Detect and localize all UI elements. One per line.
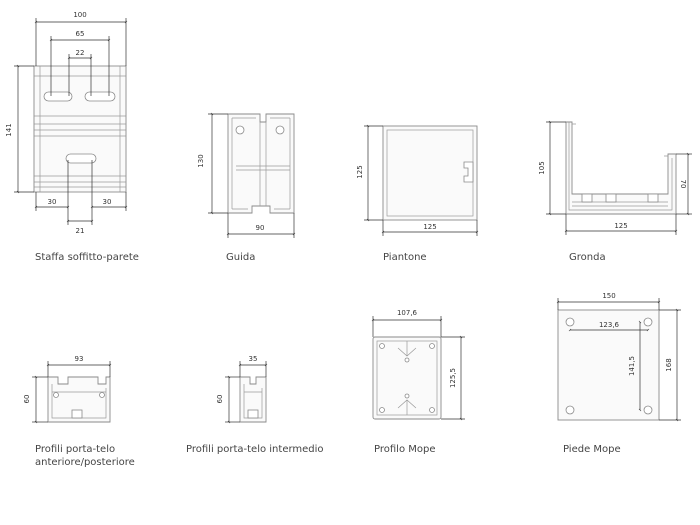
staffa-dim-bottom-right: 30	[103, 198, 112, 206]
piede-drawing	[557, 309, 660, 421]
piede-dim-width: 150	[602, 292, 615, 300]
porta-telo-intermedio-drawing	[239, 376, 267, 423]
piantone-dimensions: 125 125	[356, 124, 479, 236]
porta-telo-dimensions: 93 60	[23, 355, 112, 424]
profile-porta-telo: 93 60 Profili porta-telo anteriore/poste…	[23, 355, 135, 468]
profile-staffa: 100 65 22 141 30 30 21 Staffa soffitto-p…	[5, 11, 139, 263]
staffa-dimensions: 100 65 22 141 30 30 21	[5, 11, 128, 235]
piantone-dim-height: 125	[356, 165, 364, 178]
label-porta-telo-line1: Profili porta-telo	[35, 444, 115, 455]
staffa-dim-bottom-left: 30	[48, 198, 57, 206]
piede-dim-height: 168	[665, 358, 673, 371]
label-porta-telo-intermedio: Profili porta-telo intermedio	[186, 444, 324, 455]
staffa-dim-holes-outer: 65	[76, 30, 85, 38]
staffa-slot-right	[84, 91, 116, 102]
label-porta-telo-line2: anteriore/posteriore	[35, 457, 135, 468]
label-staffa: Staffa soffitto-parete	[35, 252, 139, 263]
profile-mope: 107,6 125,5 Profilo Mope	[371, 309, 465, 455]
piede-dim-inner-height: 141,5	[628, 356, 636, 376]
gronda-dim-width: 125	[614, 222, 627, 230]
gronda-dim-lip: 70	[679, 180, 687, 189]
mope-dim-height: 125,5	[449, 368, 457, 388]
gronda-dimensions: 105 70 125	[538, 120, 692, 235]
staffa-dim-width: 100	[73, 11, 86, 19]
profile-piantone: 125 125 Piantone	[356, 124, 479, 263]
label-piede: Piede Mope	[563, 444, 621, 455]
porta-telo-intermedio-dimensions: 35 60	[216, 355, 268, 424]
staffa-drawing	[33, 65, 127, 193]
profile-porta-telo-intermedio: 35 60 Profili porta-telo intermedio	[186, 355, 324, 455]
guida-drawing	[227, 113, 295, 214]
piede-dim-inner-width: 123,6	[599, 321, 620, 329]
profile-piede: 150 123,6 141,5 168 Piede Mope	[556, 292, 681, 455]
staffa-dim-height: 141	[5, 123, 13, 136]
staffa-dim-bottom-slot: 21	[76, 227, 85, 235]
profile-guida: 130 90 Guida	[197, 112, 296, 263]
gronda-dim-height: 105	[538, 161, 546, 174]
label-mope: Profilo Mope	[374, 444, 435, 455]
staffa-slot-left	[43, 91, 73, 102]
label-gronda: Gronda	[569, 252, 606, 263]
label-guida: Guida	[226, 252, 255, 263]
piantone-drawing	[382, 125, 478, 221]
porta-telo-intermedio-dim-width: 35	[249, 355, 258, 363]
gronda-drawing	[565, 121, 677, 215]
staffa-slot-bottom	[65, 153, 97, 164]
piede-dimensions: 150 123,6 141,5 168	[556, 292, 681, 422]
porta-telo-intermedio-dim-height: 60	[216, 395, 224, 404]
guida-dimensions: 130 90	[197, 112, 296, 238]
mope-drawing	[372, 336, 442, 420]
porta-telo-dim-width: 93	[75, 355, 84, 363]
guida-dim-height: 130	[197, 154, 205, 167]
mope-dim-width: 107,6	[397, 309, 418, 317]
porta-telo-drawing	[47, 376, 111, 423]
piantone-dim-width: 125	[423, 223, 436, 231]
label-piantone: Piantone	[383, 252, 427, 263]
guida-dim-width: 90	[256, 224, 265, 232]
staffa-dim-holes-inner: 22	[76, 49, 85, 57]
profile-gronda: 105 70 125 Gronda	[538, 120, 692, 263]
porta-telo-dim-height: 60	[23, 395, 31, 404]
mope-dimensions: 107,6 125,5	[371, 309, 465, 421]
